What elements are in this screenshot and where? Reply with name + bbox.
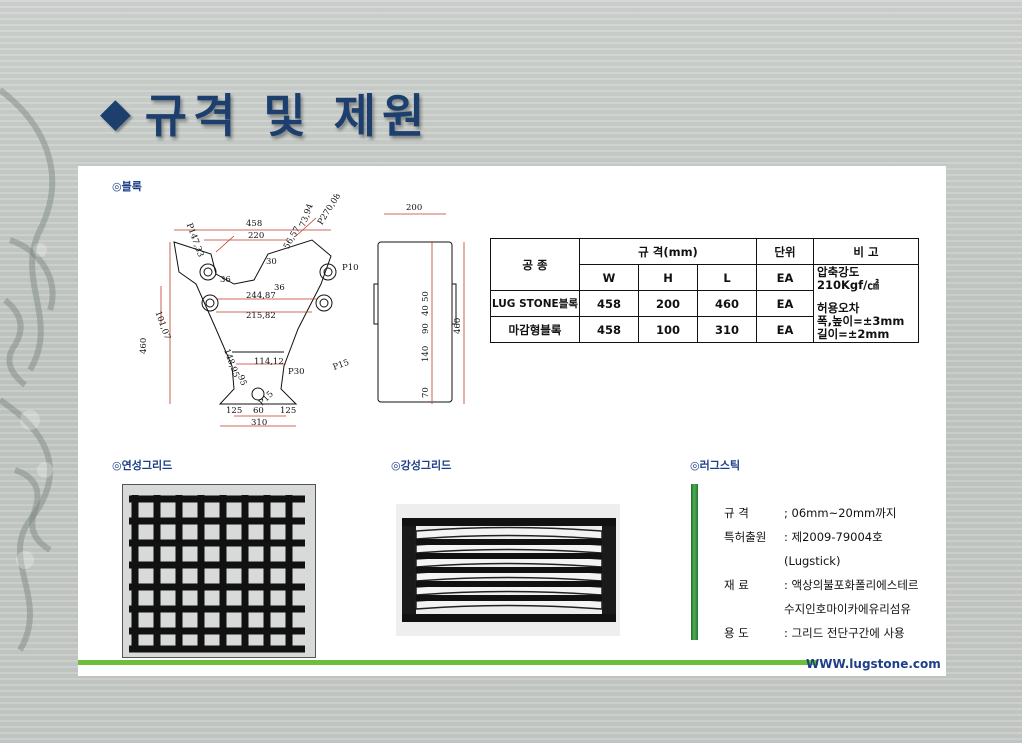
remark-line: 210Kgf/㎠ bbox=[817, 278, 879, 292]
spec-value: ; 06mm~20mm까지 bbox=[784, 506, 897, 520]
spec-value: 수지인호마이카에유리섬유 bbox=[784, 602, 911, 616]
cell-l: 460 bbox=[697, 290, 757, 317]
dim-220: 220 bbox=[248, 231, 264, 241]
section-label-block: ◎블록 bbox=[112, 180, 142, 193]
dim-215: 215,82 bbox=[246, 311, 276, 321]
dim-458: 458 bbox=[246, 219, 262, 229]
remark-line: 폭,높이=±3mm bbox=[817, 314, 905, 328]
dim-90: 90 bbox=[421, 323, 431, 334]
content-panel: ◎블록 458 220 P147,33 73,94 P270,08 56,57 bbox=[78, 166, 946, 676]
header-remark: 비 고 bbox=[813, 238, 919, 265]
cell-l: 310 bbox=[697, 316, 757, 343]
spec-key: 재 료 bbox=[724, 578, 749, 592]
dim-60: 60 bbox=[253, 406, 264, 416]
dim-50: 50 bbox=[421, 291, 431, 302]
list-item: 재 료 : 액상의불포화폴리에스테르 bbox=[724, 573, 919, 597]
rigid-grid-photo bbox=[396, 504, 620, 636]
section-label-lugstick: ◎러그스틱 bbox=[690, 459, 741, 472]
page-title: ◆ 규격 및 제원 bbox=[100, 78, 430, 148]
dim-140: 140 bbox=[421, 346, 431, 362]
header-type: 공 종 bbox=[490, 238, 580, 291]
remark-line: 허용오차 bbox=[817, 301, 860, 315]
table-row: LUG STONE블록 458 200 460 EA bbox=[490, 290, 919, 317]
cell-name: LUG STONE블록 bbox=[490, 290, 580, 317]
spec-table: 공 종 규 격(mm) 단위 비 고 W H L EA 압축강도 210Kgf/… bbox=[490, 238, 919, 343]
list-item: 용 도 : 그리드 전단구간에 사용 bbox=[724, 621, 919, 645]
list-item: 수지인호마이카에유리섬유 bbox=[724, 597, 919, 621]
dim-125a: 125 bbox=[226, 406, 242, 416]
spec-value: : 액상의불포화폴리에스테르 bbox=[784, 578, 919, 592]
cell-h: 100 bbox=[638, 316, 698, 343]
remark-line: 길이=±2mm bbox=[817, 327, 890, 341]
spec-key bbox=[724, 597, 784, 621]
lugstick-rod-photo bbox=[691, 484, 698, 640]
dim-460-front: 460 bbox=[139, 338, 149, 354]
page-title-text: 규격 및 제원 bbox=[144, 89, 431, 143]
section-label-flexible-grid: ◎연성그리드 bbox=[112, 459, 173, 472]
header-w: W bbox=[579, 264, 639, 291]
dim-36a: 36 bbox=[220, 275, 231, 285]
remark-cell: 압축강도 210Kgf/㎠ 허용오차 폭,높이=±3mm 길이=±2mm bbox=[813, 264, 919, 343]
list-item: 특허출원 : 제2009-79004호 bbox=[724, 525, 919, 549]
header-l: L bbox=[697, 264, 757, 291]
dim-101: 101,07 bbox=[152, 310, 172, 341]
dim-125b: 125 bbox=[280, 406, 296, 416]
dim-73: 73,94 bbox=[298, 202, 316, 228]
dim-95: 95 bbox=[235, 374, 248, 388]
dim-40: 40 bbox=[421, 305, 431, 316]
dim-56: 56,57 bbox=[282, 225, 303, 251]
dim-70: 70 bbox=[421, 387, 431, 398]
dim-310: 310 bbox=[251, 418, 267, 428]
list-item: (Lugstick) bbox=[724, 549, 919, 573]
header-spec: 규 격(mm) bbox=[579, 238, 757, 265]
spec-key: 규 격 bbox=[724, 506, 749, 520]
dim-244: 244,87 bbox=[246, 291, 276, 301]
spec-value: : 제2009-79004호 bbox=[784, 530, 883, 544]
dim-460-side: 460 bbox=[453, 318, 463, 334]
dim-200: 200 bbox=[406, 203, 422, 213]
spec-key: 용 도 bbox=[724, 626, 749, 640]
dim-36b: 36 bbox=[274, 283, 285, 293]
cell-name: 마감형블록 bbox=[490, 316, 580, 343]
dim-p270: P270,08 bbox=[316, 194, 343, 227]
dim-114: 114,12 bbox=[254, 357, 284, 367]
cell-unit: EA bbox=[756, 290, 814, 317]
dim-p10: P10 bbox=[342, 263, 359, 273]
diamond-bullet-icon: ◆ bbox=[100, 90, 131, 136]
flexible-grid-photo bbox=[122, 484, 316, 658]
section-label-rigid-grid: ◎강성그리드 bbox=[391, 459, 452, 472]
spec-value: : 그리드 전단구간에 사용 bbox=[784, 626, 905, 640]
cell-unit: EA bbox=[756, 316, 814, 343]
remark-line: 압축강도 bbox=[817, 265, 860, 279]
table-row: 마감형블록 458 100 310 EA bbox=[490, 316, 919, 343]
dim-30: 30 bbox=[266, 257, 277, 267]
header-unit: 단위 bbox=[756, 238, 814, 265]
website-link[interactable]: WWW.lugstone.com bbox=[806, 657, 941, 671]
spec-value: (Lugstick) bbox=[784, 554, 841, 568]
list-item: 규 격 ; 06mm~20mm까지 bbox=[724, 501, 919, 525]
ornament-decoration bbox=[0, 87, 56, 652]
dim-p30: P30 bbox=[288, 367, 305, 377]
header-ea: EA bbox=[756, 264, 814, 291]
footer-divider bbox=[78, 660, 818, 665]
spec-key bbox=[724, 549, 784, 573]
cell-h: 200 bbox=[638, 290, 698, 317]
spec-key: 특허출원 bbox=[724, 530, 767, 544]
block-technical-drawing: 458 220 P147,33 73,94 P270,08 56,57 200 … bbox=[139, 194, 465, 428]
header-h: H bbox=[638, 264, 698, 291]
dim-p15b: P15 bbox=[332, 358, 351, 373]
cell-w: 458 bbox=[579, 290, 639, 317]
cell-w: 458 bbox=[579, 316, 639, 343]
dim-p147: P147,33 bbox=[184, 222, 206, 259]
lugstick-specs: 규 격 ; 06mm~20mm까지 특허출원 : 제2009-79004호 (Lug… bbox=[724, 501, 919, 645]
